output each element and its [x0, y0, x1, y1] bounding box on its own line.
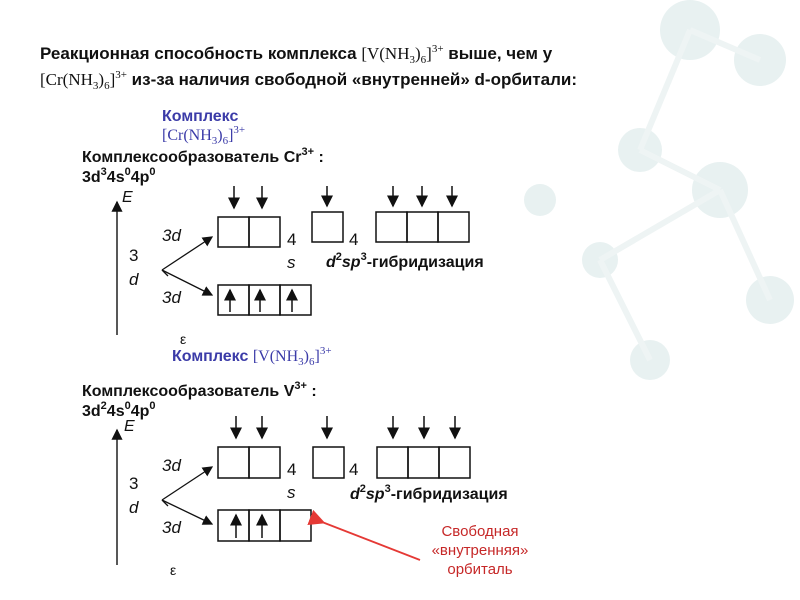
- page-title: Реакционная способность комплекса [V(NH3…: [40, 43, 553, 66]
- v-d-label: d: [129, 498, 139, 517]
- cr-splitting-lines: [161, 236, 214, 296]
- free-orbital-pointer-arrow: [307, 509, 421, 561]
- v-4s-letter-label: s: [287, 483, 296, 502]
- v-axis-energy-label: E: [124, 418, 135, 435]
- cr-complex-label: Комплекс: [162, 108, 239, 125]
- cr-axis-energy-label: E: [122, 189, 133, 206]
- cr-4s-num-label: 4: [287, 230, 297, 249]
- v-complex-label: Комплекс [V(NH3)6]3+: [172, 345, 332, 368]
- title-line1-text: Реакционная способность комплекса: [40, 44, 362, 63]
- cr-complex-formula: [Cr(NH3)6]3+: [162, 124, 246, 147]
- v-splitting-lines: [161, 466, 214, 525]
- v-epsilon-label: ε: [170, 562, 177, 578]
- v-electron-config: 3d24s04p0: [82, 400, 156, 420]
- cr-electron-config: 3d34s04p0: [82, 166, 156, 186]
- cr-hybridization-label: d2sp3-гибридизация: [326, 251, 484, 271]
- cr-4p-boxes: [375, 211, 470, 243]
- v-4p-boxes: [376, 446, 471, 479]
- cr-4p-num-label: 4: [349, 230, 359, 249]
- v-d-electron-arrows: [230, 513, 268, 538]
- cr-4s-box: [311, 211, 344, 243]
- cr-complexing-agent: Комплексообразователь Cr3+ :: [82, 146, 324, 166]
- v-4p-num-label: 4: [349, 460, 359, 479]
- cr-d-electron-arrows: [224, 288, 298, 312]
- cr-3d-upper-label: 3d: [162, 226, 181, 245]
- v-ligand-arrows: [230, 416, 461, 440]
- cr-d-label: d: [129, 270, 139, 289]
- v-lower-d-boxes: [217, 509, 312, 542]
- cr-4s-letter-label: s: [287, 253, 296, 272]
- v-3d-lower-label: 3d: [162, 518, 181, 537]
- cr-upper-d-boxes: [217, 216, 281, 248]
- title-formula-cr: [Cr(NH3)6]3+: [40, 69, 127, 92]
- cr-epsilon-label: ε: [180, 331, 187, 347]
- cr-lower-d-boxes: [217, 284, 312, 316]
- cr-ligand-arrows: [228, 186, 458, 210]
- v-4s-num-label: 4: [287, 460, 297, 479]
- v-3d-upper-label: 3d: [162, 456, 181, 475]
- title-formula-v: [V(NH3)6]3+: [361, 43, 444, 66]
- v-3-label: 3: [129, 474, 139, 493]
- free-orbital-annotation: Свободная «внутренняя» орбиталь: [431, 523, 529, 578]
- cr-3d-lower-label: 3d: [162, 288, 181, 307]
- v-hybridization-label: d2sp3-гибридизация: [350, 483, 508, 503]
- v-complexing-agent: Комплексообразователь V3+ :: [82, 380, 317, 400]
- v-upper-d-boxes: [217, 446, 281, 479]
- v-4s-box: [312, 446, 345, 479]
- page-title-line2: [Cr(NH3)6]3+ из-за наличия свободной «вн…: [40, 69, 577, 92]
- cr-3-label: 3: [129, 246, 139, 265]
